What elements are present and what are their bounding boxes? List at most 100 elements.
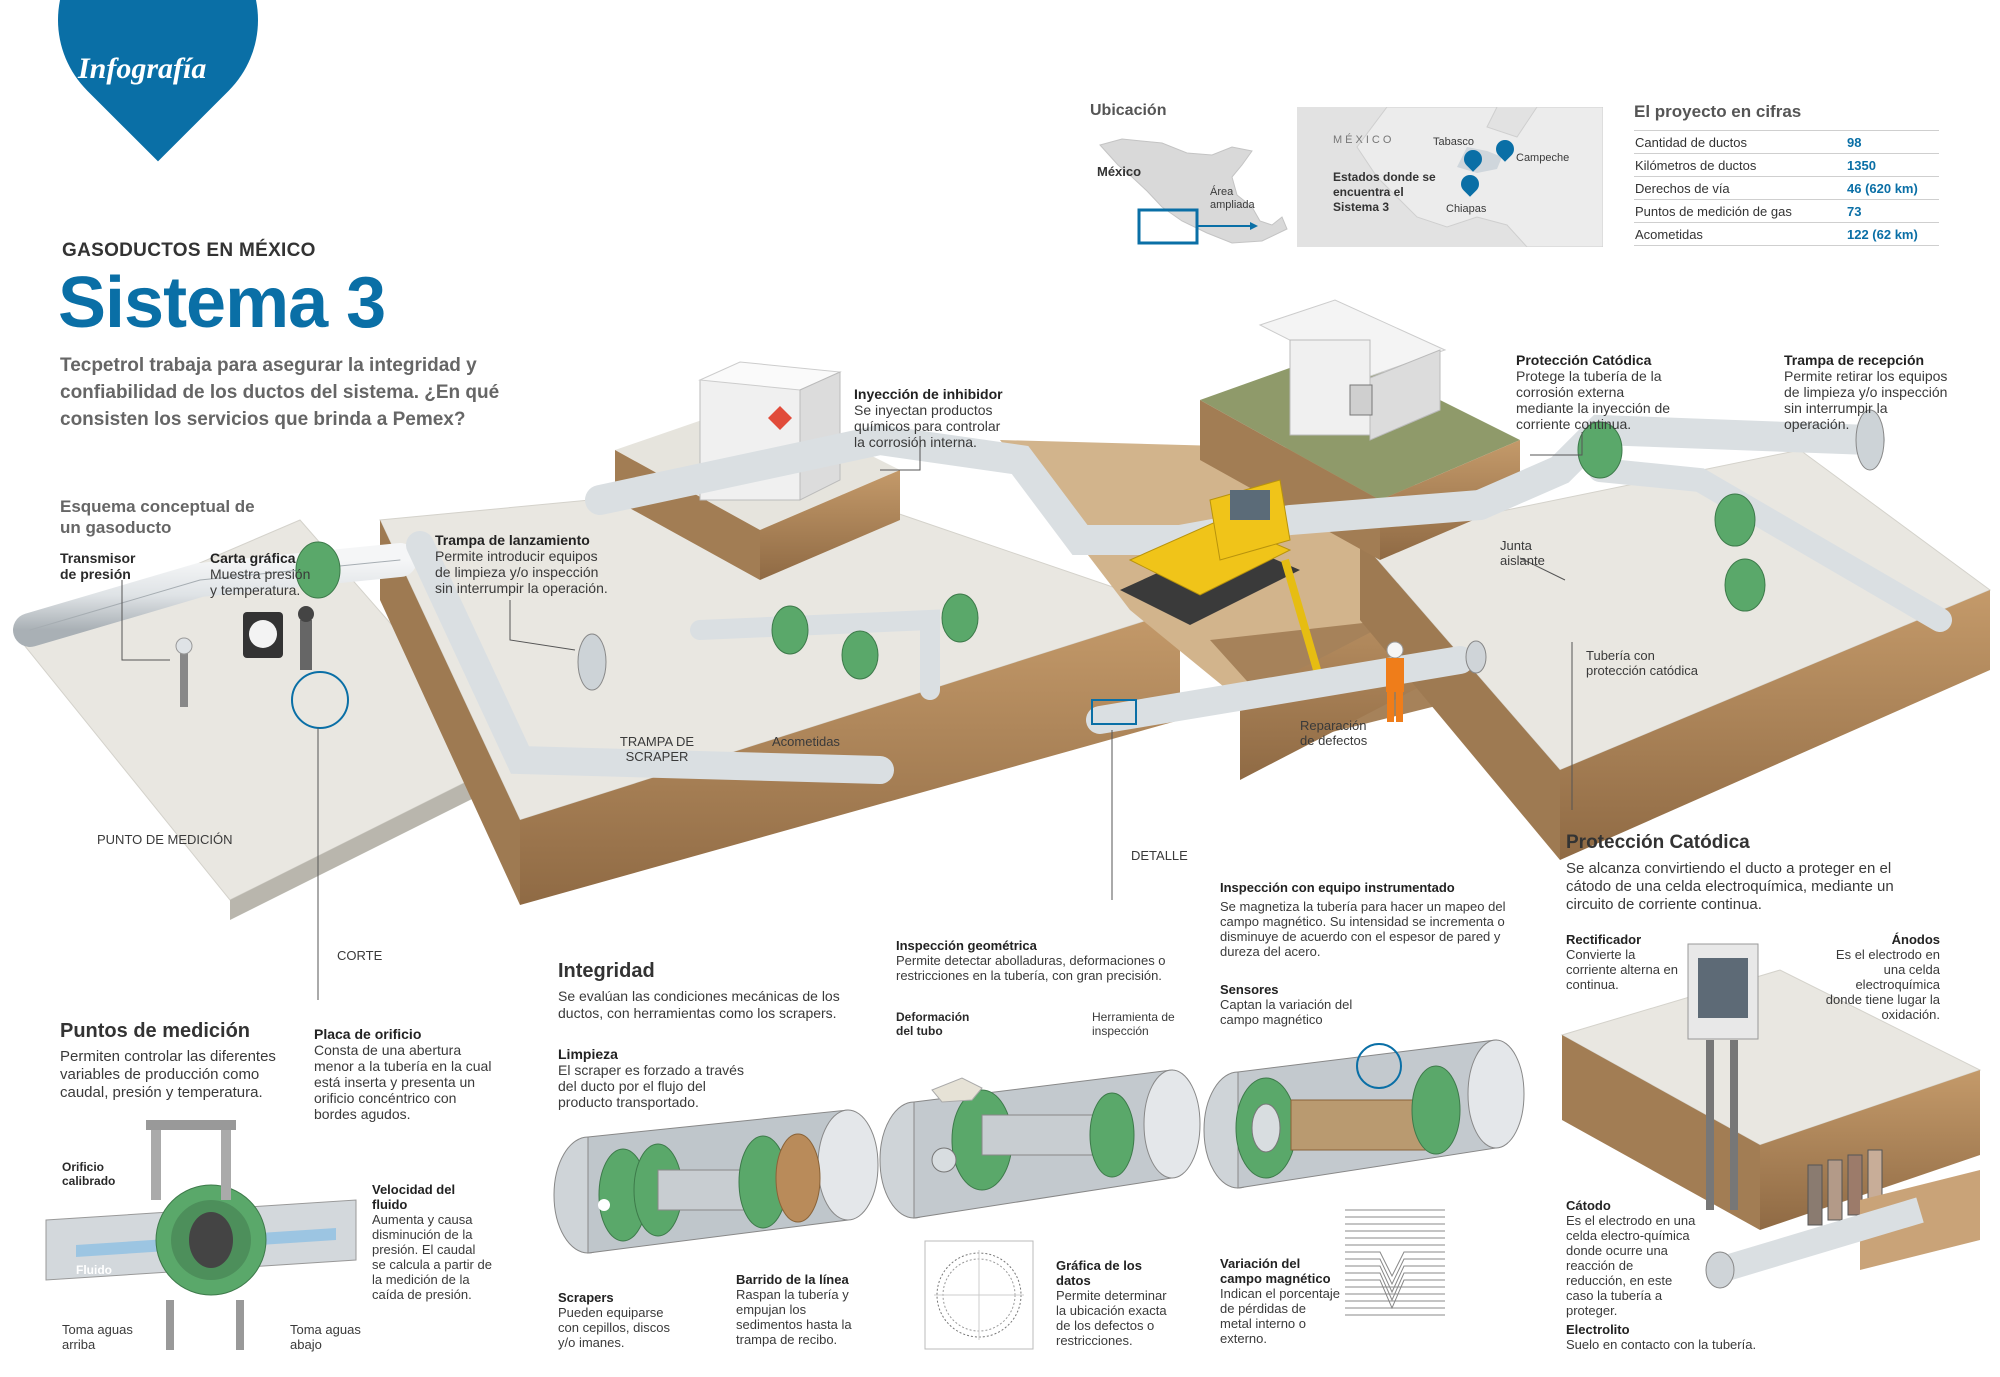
puntos-text: Permiten controlar las diferentes variab…: [60, 1048, 276, 1101]
field-trace-line: [1345, 1251, 1445, 1278]
area-label: Área ampliada: [1210, 186, 1255, 211]
limpieza-text: El scraper es forzado a través del ducto…: [558, 1062, 744, 1110]
tuberia-label: Tubería con protección catódica: [1586, 648, 1699, 678]
stat-value: 122 (62 km): [1839, 222, 1939, 246]
stat-value: 46 (620 km): [1839, 176, 1939, 200]
trench-pipe-end: [1465, 640, 1487, 674]
herramienta-label: Herramienta de inspección: [1092, 1010, 1175, 1038]
trampa-scraper-label: TRAMPA DE SCRAPER: [619, 734, 695, 764]
geometric-tool-illustration: [879, 1069, 1201, 1219]
stat-label: Derechos de vía: [1634, 176, 1839, 200]
velocidad-text: Aumenta y causa disminución de la presió…: [372, 1212, 492, 1302]
reparacion-label: Reparación de defectos: [1300, 718, 1368, 748]
state-tabasco: Tabasco: [1433, 136, 1474, 148]
toma-abajo-label: Toma aguas abajo: [290, 1322, 361, 1352]
electrolito-text: Suelo en contacto con la tubería.: [1566, 1337, 1757, 1352]
receiver-trap-end: [1855, 409, 1885, 471]
geometrica-text: Permite detectar abolladuras, deformacio…: [896, 953, 1166, 983]
detail-circle-measurement: [291, 671, 349, 729]
zoom-map: [1297, 106, 1604, 248]
rectificador-text: Convierte la corriente alterna en contin…: [1566, 947, 1679, 992]
inhibidor-text: Se inyectan productos químicos para cont…: [854, 402, 1001, 450]
zoom-map-country: MÉXICO: [1333, 134, 1395, 146]
launcher-trap-end: [577, 633, 607, 691]
orifice-plate-illustration: [45, 1120, 357, 1350]
catodo-text: Es el electrodo en una celda electro-quí…: [1566, 1213, 1696, 1318]
mexico-map: [1099, 138, 1288, 245]
proteccion-top-title: Protección Catódica: [1516, 352, 1652, 368]
grafica-text: Permite determinar la ubicación exacta d…: [1056, 1288, 1167, 1348]
state-campeche: Campeche: [1516, 152, 1570, 164]
anodos-text: Es el electrodo en una celda electroquím…: [1825, 947, 1940, 1022]
barrido-title: Barrido de la línea: [736, 1272, 849, 1287]
stats-title: El proyecto en cifras: [1634, 102, 1802, 121]
cathodic-illustration: [1560, 943, 1982, 1289]
leader-lines: [121, 432, 1583, 1000]
stat-label: Kilómetros de ductos: [1634, 153, 1839, 177]
stat-value: 98: [1839, 130, 1939, 154]
scrapers-text: Pueden equiparse con cepillos, discos y/…: [558, 1305, 670, 1350]
stat-value: 1350: [1839, 153, 1939, 177]
catodica-text: Se alcanza convirtiendo el ducto a prote…: [1566, 860, 1894, 913]
mfl-tool-illustration: [1203, 1039, 1525, 1189]
recepcion-text: Permite retirar los equipos de limpieza …: [1784, 368, 1948, 432]
sensores-text: Captan la variación del campo magnético: [1220, 997, 1353, 1027]
carta-text: Muestra presión y temperatura.: [210, 566, 311, 598]
recepcion-title: Trampa de recepción: [1784, 352, 1925, 368]
data-graph-circle: [924, 1240, 1034, 1350]
puntos-title: Puntos de medición: [60, 1020, 251, 1042]
lanzamiento-title: Trampa de lanzamiento: [435, 532, 590, 548]
barrido-text: Raspan la tubería y empujan los sediment…: [736, 1287, 852, 1347]
anodos-title: Ánodos: [1891, 932, 1940, 947]
proteccion-top-text: Protege la tubería de la corrosión exter…: [1516, 368, 1671, 432]
lanzamiento-text: Permite introducir equipos de limpieza y…: [435, 548, 608, 596]
kicker: GASODUCTOS EN MÉXICO: [62, 240, 316, 261]
instrumentado-title: Inspección con equipo instrumentado: [1220, 880, 1455, 895]
limpieza-title: Limpieza: [558, 1046, 618, 1062]
deformacion-label: Deformación del tubo: [896, 1010, 970, 1038]
scheme-title: Esquema conceptual de un gasoducto: [60, 497, 255, 537]
toma-arriba-label: Toma aguas arriba: [62, 1322, 133, 1352]
valves: [295, 421, 1766, 680]
detalle-label: DETALLE: [1131, 848, 1188, 863]
fluido-label: Fluido: [76, 1263, 112, 1277]
stat-label: Acometidas: [1634, 222, 1839, 246]
field-trace-line: [1345, 1258, 1445, 1286]
slab-right: [1359, 449, 1992, 860]
inhibidor-title: Inyección de inhibidor: [854, 386, 1003, 402]
placa-title: Placa de orificio: [314, 1026, 422, 1042]
page-title: Sistema 3: [58, 263, 386, 343]
catodica-title: Protección Catódica: [1566, 832, 1750, 853]
catodo-title: Cátodo: [1566, 1198, 1611, 1213]
field-trace-line: [1345, 1265, 1445, 1294]
punto-medicion-label: PUNTO DE MEDICIÓN: [97, 832, 233, 847]
variacion-text: Indican el porcentaje de pérdidas de met…: [1220, 1286, 1340, 1346]
field-trace-line: [1345, 1272, 1445, 1302]
magnetic-variation-graph: [1345, 1209, 1445, 1316]
junta-label: Junta aislante: [1500, 538, 1545, 568]
state-chiapas: Chiapas: [1446, 203, 1487, 215]
stat-label: Cantidad de ductos: [1634, 130, 1839, 154]
